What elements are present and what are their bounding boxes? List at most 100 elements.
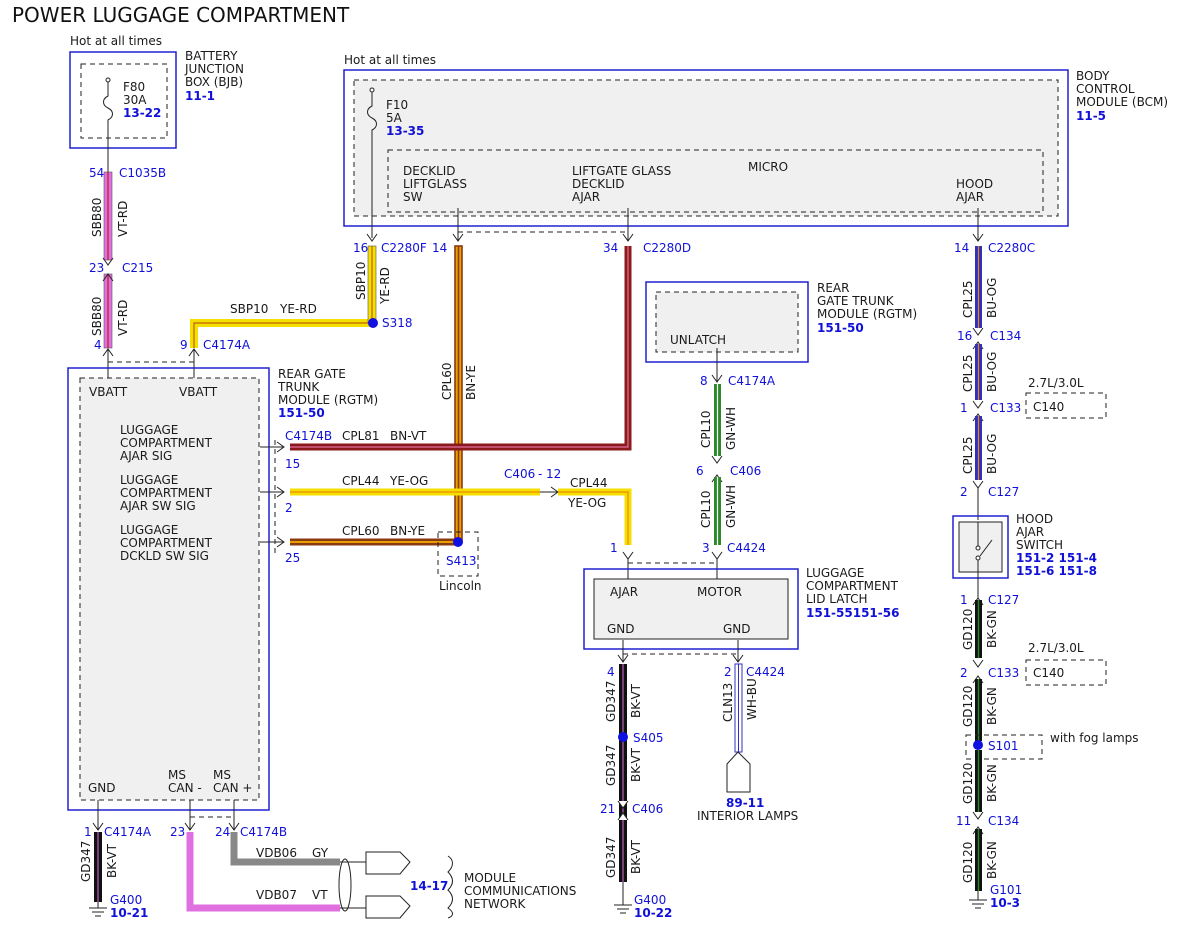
bcm-fuse-amps: 5A: [386, 111, 403, 125]
c4174a-8-name: C4174A: [728, 374, 776, 388]
interior-ref: 89-11: [726, 796, 764, 810]
gd120-d-color: BK-GN: [985, 841, 999, 879]
bjb-module: [69, 51, 177, 149]
splice-s318: [368, 318, 378, 328]
latch-gnd-2: GND: [723, 622, 751, 636]
gd347-a-circuit: GD347: [79, 841, 93, 882]
rgtm-mscan-plus-2: CAN +: [213, 781, 252, 795]
splice-s405: [618, 732, 628, 742]
splice-s101-note: with fog lamps: [1050, 731, 1139, 745]
latch-gnd-1: GND: [607, 622, 635, 636]
gd120-c-circuit: GD120: [961, 763, 975, 804]
c406-12-pin: 12: [546, 467, 561, 481]
c406-21-pin: 21: [600, 802, 615, 816]
rgtm-sig2-l3: AJAR SW SIG: [120, 499, 196, 513]
wire-cln13: [734, 663, 743, 753]
network-ref-vdb07-icon: [365, 895, 411, 919]
c133-2-arrow-icon: [972, 659, 984, 668]
splice-s413-label: S413: [446, 554, 477, 568]
wire-gd120-d: [975, 829, 982, 891]
gd347-a-color: BK-VT: [105, 843, 119, 878]
latch-inner: [593, 578, 789, 640]
fuse-f10-icon: [367, 87, 377, 238]
cpl44-b-color: YE-OG: [567, 496, 606, 510]
cpl81-color: BN-VT: [390, 429, 427, 443]
c133-1-note: 2.7L/3.0L: [1028, 376, 1084, 390]
cpl44-b-circuit: CPL44: [570, 476, 608, 490]
cpl60-h-circuit: CPL60: [342, 524, 380, 538]
wire-cpl25-top: [975, 246, 982, 328]
c134-16-arrow-icon: [972, 327, 984, 336]
rgtm-right-name-3: MODULE (RGTM): [817, 307, 917, 321]
rgtm-right-name-2: GATE TRUNK: [817, 294, 895, 308]
bcm-module: [343, 69, 1069, 227]
rgtm-sig3-l1: LUGGAGE: [120, 523, 178, 537]
bcm-in2-l2: DECKLID: [572, 177, 625, 191]
c2280c-name: C2280C: [988, 241, 1035, 255]
bcm-name-1: BODY: [1076, 69, 1110, 83]
bcm-in1-l1: DECKLID: [403, 164, 456, 178]
vdb06-circuit: VDB06: [256, 846, 297, 860]
cpl10-a-circuit: CPL10: [699, 410, 713, 448]
bcm-in2-l3: AJAR: [572, 190, 600, 204]
c4174b-24-name: C4174B: [240, 825, 287, 839]
bjb-ref: 11-1: [185, 89, 215, 103]
ground-g400-left-icon: [89, 902, 107, 917]
c2280f-pin: 16: [353, 241, 368, 255]
hood-switch-module: [952, 515, 1009, 579]
rgtm-vbatt-1: VBATT: [89, 385, 128, 399]
g101-ref: 10-3: [990, 896, 1020, 910]
c4424-2-pin: 2: [724, 665, 732, 679]
c4424-1-arrow-icon: [622, 551, 634, 560]
c406-21-arrow-up-icon: [617, 812, 629, 821]
rgtm-sig2-l1: LUGGAGE: [120, 473, 178, 487]
rgtm-mscan-minus-1: MS: [168, 768, 186, 782]
cpl25-b-circuit: CPL25: [961, 354, 975, 392]
hood-switch-ref-2: 151-6 151-8: [1016, 564, 1097, 578]
rgtm-sig3-l3: DCKLD SW SIG: [120, 549, 209, 563]
c133-2-name: C133: [988, 666, 1019, 680]
bcm-in1-l2: LIFTGLASS: [403, 177, 467, 191]
cln13-color: WH-BU: [745, 678, 759, 720]
page-title: POWER LUGGAGE COMPARTMENT: [12, 3, 350, 27]
interior-lamps-ref-icon: [726, 751, 751, 793]
sbp10-h-circuit: SBP10: [230, 302, 268, 316]
cpl44-a-circuit: CPL44: [342, 474, 380, 488]
g400-a-name: G400: [110, 893, 142, 907]
bjb-fuse: F80: [123, 80, 145, 94]
cpl25-c-color: BU-OG: [985, 434, 999, 474]
splice-s413: [453, 537, 463, 547]
c406-6-name: C406: [730, 464, 761, 478]
c4424-4-pin: 4: [607, 665, 615, 679]
c4424-2-name: C4424: [746, 665, 785, 679]
c4174a-4-pin: 4: [94, 338, 102, 352]
rgtm-right-ref: 151-50: [817, 321, 864, 335]
c406-21-name: C406: [632, 802, 663, 816]
c4174a-1-name: C4174A: [104, 825, 152, 839]
c4174a-8-pin: 8: [700, 374, 708, 388]
wire-sbp10-horizontal: [190, 319, 372, 348]
hot-label-bcm: Hot at all times: [344, 53, 436, 67]
network-label-3: NETWORK: [464, 897, 527, 911]
cpl44-a-color: YE-OG: [389, 474, 428, 488]
c133-1-name: C133: [990, 401, 1021, 415]
bcm-in3-l2: AJAR: [956, 190, 984, 204]
c4174b-24-pin: 24: [215, 825, 230, 839]
c215-arrow-icon: [102, 257, 114, 266]
wire-cpl25-low: [975, 416, 982, 480]
gd120-c-color: BK-GN: [985, 764, 999, 802]
bcm-in1-l3: SW: [403, 190, 423, 204]
hood-switch-name-1: HOOD: [1016, 512, 1053, 526]
rgtm-left-ref: 151-50: [278, 406, 325, 420]
c134-11-pin: 11: [956, 814, 971, 828]
rgtm-left-module: [67, 367, 270, 811]
wire-cpl81: [290, 246, 632, 451]
wire-cpl25-mid: [975, 344, 982, 400]
splice-s101: [973, 740, 983, 750]
bcm-micro: MICRO: [748, 160, 788, 174]
c133-2-note: 2.7L/3.0L: [1028, 641, 1084, 655]
c406-21-arrow-icon: [617, 800, 629, 809]
splice-s101-label: S101: [988, 739, 1019, 753]
splice-s318-label: S318: [382, 316, 413, 330]
wire-cpl10-lower: [714, 477, 721, 545]
